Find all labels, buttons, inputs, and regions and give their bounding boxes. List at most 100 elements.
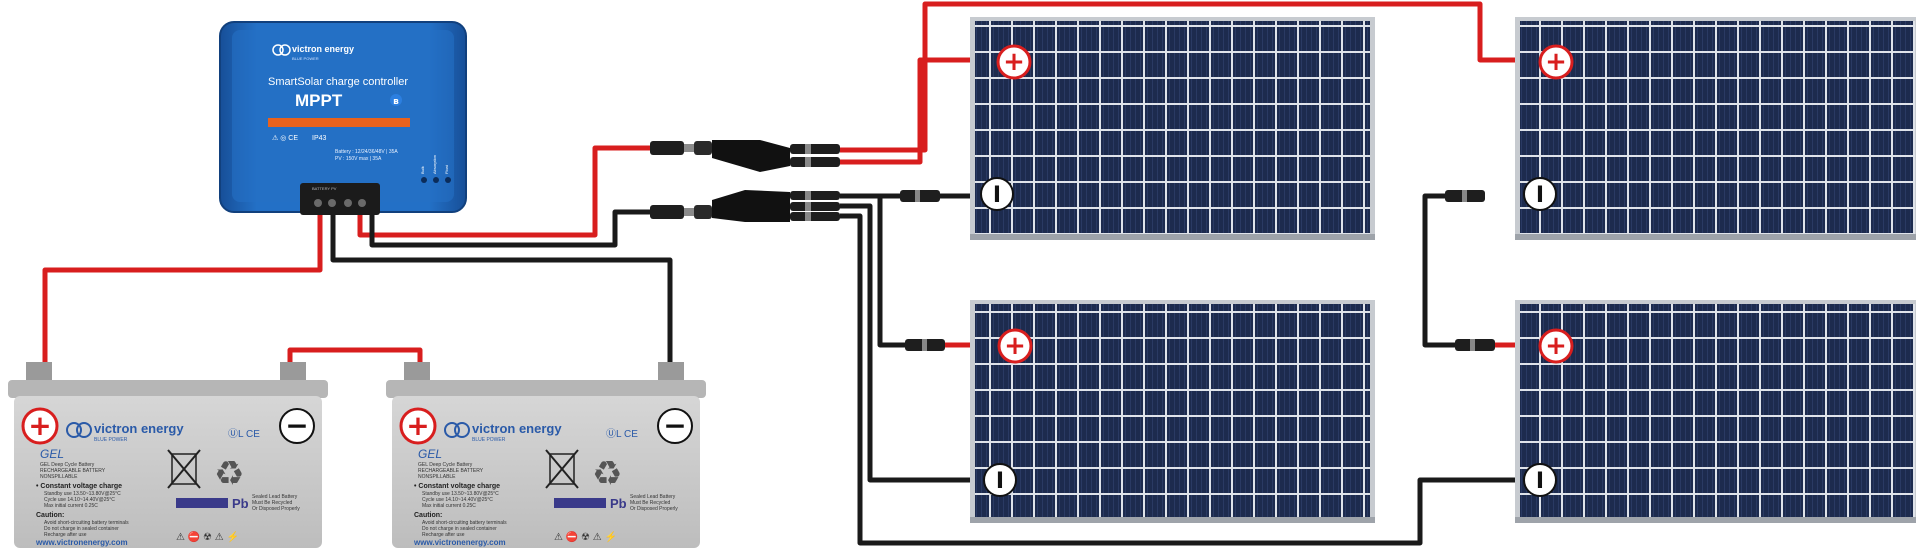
controller-logo-icon (272, 44, 291, 56)
svg-text:I: I (1536, 183, 1544, 208)
battery-2-brand: victron energy (472, 421, 562, 436)
controller-model: MPPT (295, 91, 343, 110)
battery-1-desc-2: RECHARGEABLE BATTERY (40, 468, 106, 474)
controller-battery-negative-wire (330, 215, 673, 372)
svg-text:♻: ♻ (214, 454, 244, 494)
svg-text:−: − (663, 409, 686, 442)
battery-1-sealed-3: Or Disposed Properly (252, 506, 300, 512)
panel-top-right-minus-icon: I (1523, 177, 1557, 211)
mc4-panel-top-right-negative (1445, 190, 1485, 202)
battery-2-desc-3: NONSPILLABLE (418, 474, 456, 480)
solar-panel-top-right (1515, 17, 1916, 240)
solar-panel-top-left (970, 17, 1375, 240)
mc4-connector-positive-in (650, 141, 712, 155)
battery-1-sealed-1: Sealed Lead Battery (252, 494, 298, 500)
battery-1-minus-icon: − (279, 408, 315, 444)
panel-top-left-positive-wire (840, 57, 990, 165)
battery-1-charge-line-2: Cycle use 14.10~14.40V@25°C (44, 497, 115, 503)
battery-2-charge-line-2: Cycle use 14.10~14.40V@25°C (422, 497, 493, 503)
svg-text:+: + (28, 409, 51, 442)
battery-2-bin-icon (545, 449, 579, 489)
battery-2-caution-title: Caution: (414, 512, 442, 519)
svg-text:Float: Float (444, 164, 449, 174)
battery-1-desc-3: NONSPILLABLE (40, 474, 78, 480)
svg-text:Absorption: Absorption (432, 155, 437, 174)
battery-1-sealed-2: Must Be Recycled (252, 500, 293, 506)
battery-link-wire (287, 347, 423, 370)
battery-1-charge-line-1: Standby use 13.50~13.80V@25°C (44, 491, 121, 497)
battery-2-minus-icon: − (657, 408, 693, 444)
controller-pv-spec: PV : 150V max | 35A (335, 156, 382, 162)
battery-1-desc-1: GEL Deep Cycle Battery (40, 462, 95, 468)
controller-pv-negative-wire (369, 209, 650, 248)
svg-text:⚠ ⛔ ☢ ⚠ ⚡: ⚠ ⛔ ☢ ⚠ ⚡ (176, 530, 239, 543)
controller-pv-positive-wire (357, 145, 650, 238)
battery-1-caution-title: Caution: (36, 512, 64, 519)
svg-text:+: + (1004, 331, 1026, 361)
battery-2-caution-line-2: Do not charge in sealed container (422, 526, 497, 532)
panel-top-right-positive-wire (840, 1, 1525, 153)
battery-2-sealed-1: Sealed Lead Battery (630, 494, 676, 500)
battery-1-pb: Pb (232, 496, 249, 511)
controller-brand-sub: BLUE POWER (292, 56, 319, 61)
svg-text:ʙ: ʙ (393, 97, 399, 107)
controller-cert-icons: ⚠ ◎ CE (272, 134, 298, 142)
controller-terminal-label: BATTERY PV (312, 186, 337, 191)
solar-panel-bottom-left (970, 300, 1375, 523)
panel-bottom-right-minus-icon: I (1523, 463, 1557, 497)
controller-battery-spec: Battery : 12/24/36/48V | 35A (335, 149, 398, 155)
svg-text:♻: ♻ (592, 454, 622, 494)
battery-1-caution-line-1: Avoid short-circuiting battery terminals (44, 520, 129, 526)
svg-text:I: I (993, 183, 1001, 208)
svg-text:I: I (996, 469, 1004, 494)
battery-1-brand: victron energy (94, 421, 184, 436)
panel-top-left-plus-icon: + (996, 44, 1032, 80)
battery-2-pb: Pb (610, 496, 627, 511)
battery-2-sealed-3: Or Disposed Properly (630, 506, 678, 512)
panel-bottom-left-minus-icon: I (983, 463, 1017, 497)
battery-1-brand-sub: BLUE POWER (94, 437, 128, 443)
controller-ip-rating: IP43 (312, 135, 327, 142)
mc4-panel-bottom-left-positive (905, 339, 945, 351)
controller-brand: victron energy (292, 44, 354, 54)
battery-1-pb-bar (176, 498, 228, 508)
battery-1: + − victron energy BLUE POWER ⓊL CE GEL … (8, 362, 328, 548)
panel-top-left-minus-icon: I (980, 177, 1014, 211)
mc4-panel-top-left-negative (900, 190, 940, 202)
battery-2-plus-icon: + (399, 407, 437, 445)
controller-led-float: Float (444, 164, 451, 183)
y-branch-connector-negative (712, 190, 840, 222)
controller-orange-strip (268, 118, 410, 127)
svg-text:+: + (1545, 331, 1567, 361)
panel-bottom-left-plus-icon: + (997, 328, 1033, 364)
panel-bottom-left-negative-wire (840, 203, 990, 483)
panel-bottom-right-negative-wire (840, 213, 1530, 546)
svg-text:−: − (285, 409, 308, 442)
y-branch-connector-positive (712, 140, 840, 172)
svg-text:Bulk: Bulk (420, 166, 425, 174)
svg-text:I: I (1536, 469, 1544, 494)
battery-1-url: www.victronenergy.com (35, 538, 128, 547)
panel-bottom-right-plus-icon: + (1538, 328, 1574, 364)
battery-2-pb-bar (554, 498, 606, 508)
battery-1-caution-line-3: Recharge after use (44, 532, 87, 538)
mc4-panel-bottom-right-positive (1455, 339, 1495, 351)
battery-1-cert-icon: ⓊL CE (228, 428, 260, 440)
battery-2-charge-line-3: Max initial current 0.25C (422, 503, 476, 509)
battery-2-url: www.victronenergy.com (413, 538, 506, 547)
panel-top-right-plus-icon: + (1538, 44, 1574, 80)
battery-1-plus-icon: + (21, 407, 59, 445)
battery-2: + − victron energy BLUE POWER ⓊL CE GEL … (386, 362, 706, 548)
battery-2-recycle-icon: ♻ (592, 454, 622, 494)
solar-panel-bottom-right (1515, 300, 1916, 523)
panel-bottom-left-positive-wire (877, 196, 905, 348)
controller-battery-positive-wire (42, 215, 323, 372)
svg-text:⚠ ⛔ ☢ ⚠ ⚡: ⚠ ⛔ ☢ ⚠ ⚡ (554, 530, 617, 543)
battery-2-charge-title: • Constant voltage charge (414, 483, 500, 490)
battery-2-charge-line-1: Standby use 13.50~13.80V@25°C (422, 491, 499, 497)
battery-2-cert-icon: ⓊL CE (606, 428, 638, 440)
svg-text:+: + (1003, 47, 1025, 77)
controller-led-absorption: Absorption (432, 155, 439, 183)
battery-2-sealed-2: Must Be Recycled (630, 500, 671, 506)
